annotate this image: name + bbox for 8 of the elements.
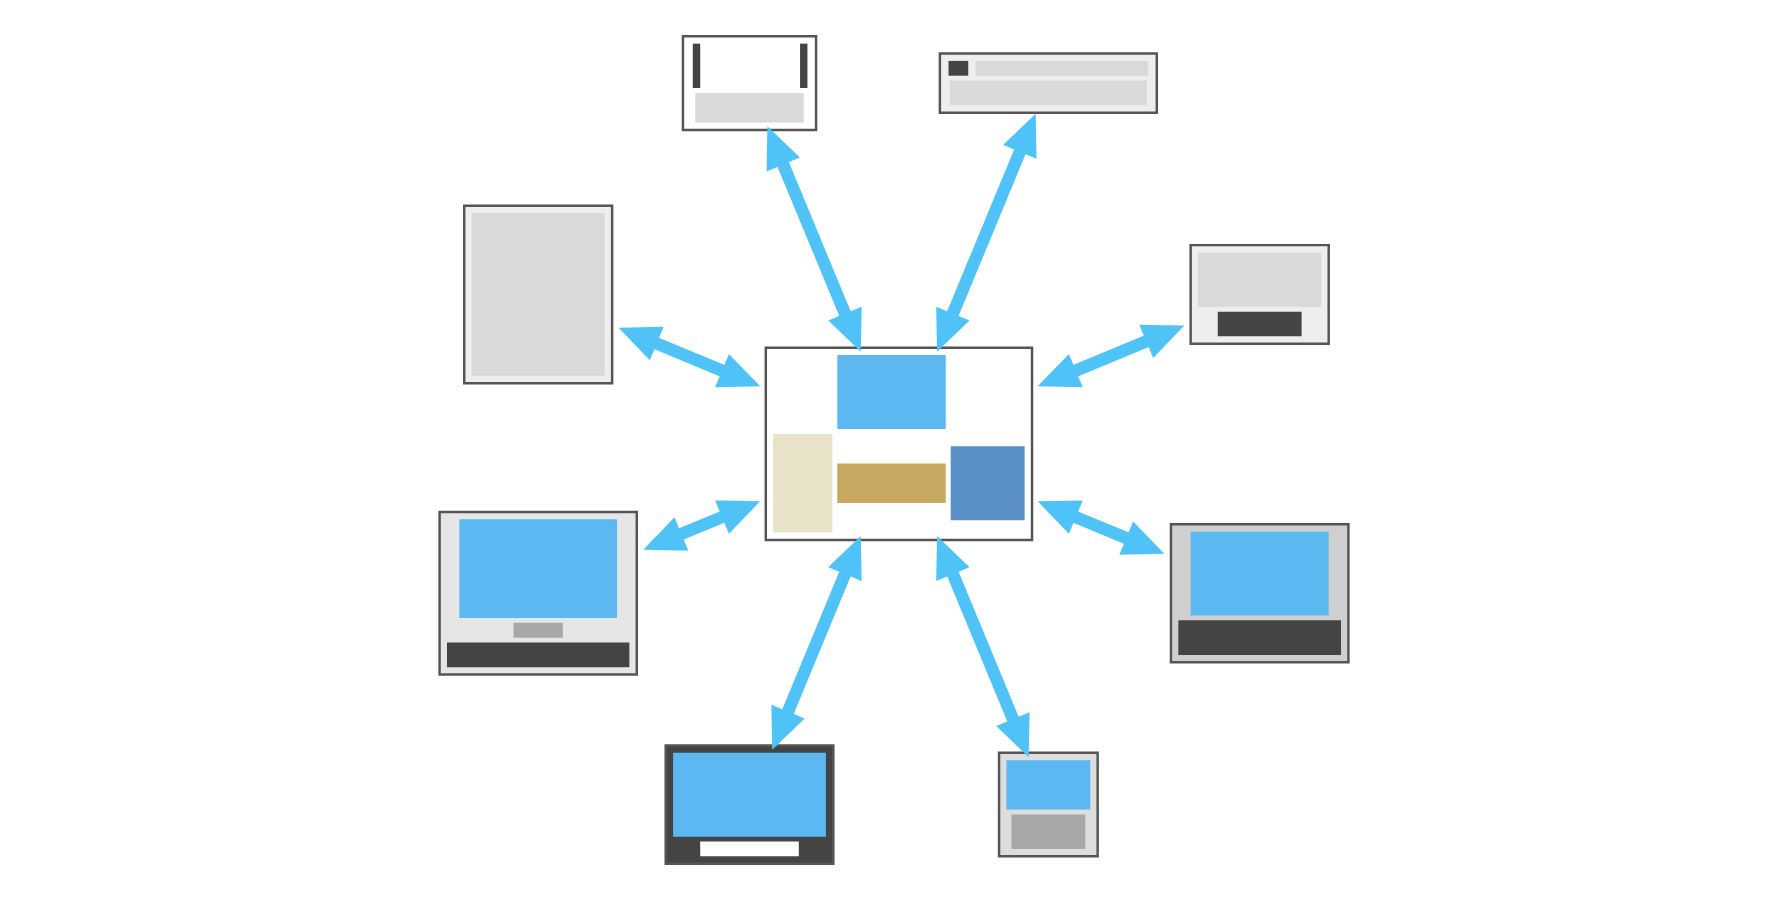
arrow: [643, 500, 761, 551]
arrow: [771, 535, 862, 750]
arrow: [766, 126, 862, 352]
arrow: [936, 535, 1030, 758]
arrow: [618, 326, 761, 388]
arrow: [936, 113, 1037, 352]
arrow: [1037, 324, 1185, 388]
arrow: [1037, 500, 1165, 555]
